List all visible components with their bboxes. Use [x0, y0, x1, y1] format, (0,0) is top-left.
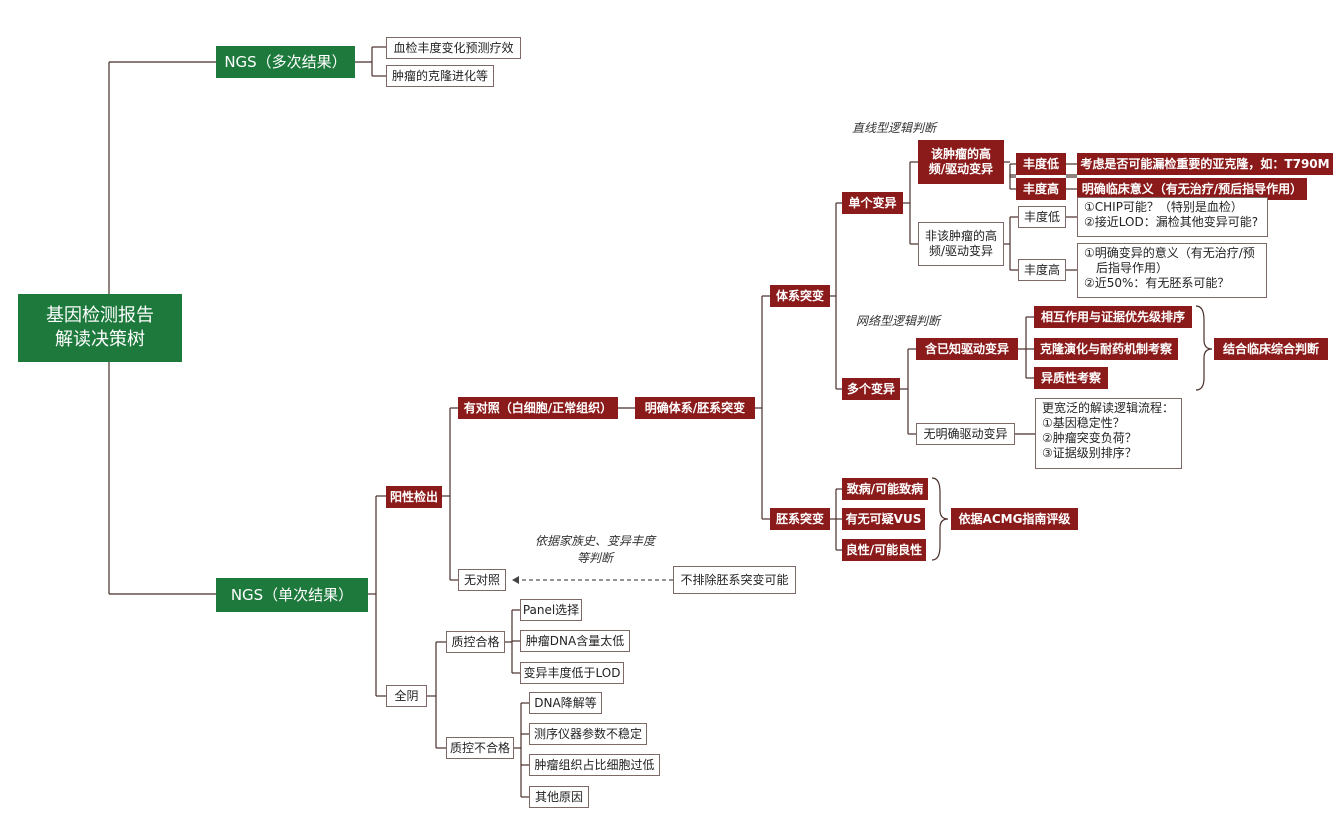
clonal-evolution-resistance-node: 克隆演化与耐药机制考察 [1034, 338, 1178, 360]
clonal-evolution-node: 肿瘤的克隆进化等 [386, 65, 494, 87]
heterogeneity-node: 异质性考察 [1034, 367, 1108, 389]
driver-line2: 频/驱动变异 [928, 162, 994, 176]
abundance-high-2-node: 丰度高 [1018, 259, 1066, 281]
broad-line3: ②肿瘤突变负荷？ [1042, 431, 1137, 445]
driver-high-freq-node: 该肿瘤的高 频/驱动变异 [918, 140, 1004, 184]
linear-logic-note: 直线型逻辑判断 [852, 121, 937, 135]
meaning-note-line3: ②近50%：有无胚系可能？ [1084, 276, 1230, 290]
chip-note-line1: ①CHIP可能？（特别是血检） [1084, 200, 1243, 214]
other-reasons-node: 其他原因 [529, 786, 589, 808]
driver-line1: 该肿瘤的高 [930, 147, 991, 161]
cannot-exclude-node: 不排除胚系突变可能 [673, 566, 796, 594]
ngs-single-node: NGS（单次结果） [216, 578, 368, 612]
no-control-node: 无对照 [458, 569, 506, 591]
root-title: 基因检测报告 解读决策树 [18, 294, 182, 362]
below-lod-node: 变异丰度低于LOD [520, 662, 624, 684]
clear-variant-node: 明确体系/胚系突变 [635, 397, 755, 419]
non-driver-node: 非该肿瘤的高 频/驱动变异 [918, 222, 1004, 266]
with-control-node: 有对照（白细胞/正常组织） [458, 397, 618, 419]
no-control-note: 依据家族史、变异丰度 等判断 [520, 533, 670, 567]
chip-note-line2: ②接近LOD：漏检其他变异可能? [1084, 215, 1259, 229]
single-variant-node: 单个变异 [842, 192, 903, 214]
dna-degradation-node: DNA降解等 [529, 692, 602, 714]
germline-node: 胚系突变 [770, 508, 830, 530]
network-logic-note: 网络型逻辑判断 [856, 314, 941, 328]
abundance-low-2-node: 丰度低 [1018, 206, 1066, 228]
qc-fail-node: 质控不合格 [446, 737, 514, 759]
abundance-low-node: 丰度低 [1016, 153, 1066, 175]
multi-variant-node: 多个变异 [842, 378, 900, 400]
non-driver-line1: 非该肿瘤的高 [924, 229, 997, 243]
abundance-high-node: 丰度高 [1016, 178, 1066, 200]
root-title-line2: 解读决策树 [55, 329, 145, 350]
broad-line1: 更宽泛的解读逻辑流程： [1042, 401, 1175, 415]
benign-node: 良性/可能良性 [842, 539, 926, 561]
panel-select-node: Panel选择 [520, 599, 582, 621]
no-control-note-line1: 依据家族史、变异丰度 [534, 534, 655, 548]
no-driver-node: 无明确驱动变异 [916, 423, 1015, 445]
meaning-note-line2: 后指导作用） [1096, 261, 1169, 275]
consider-subclone-node: 考虑是否可能漏检重要的亚克隆，如：T790M [1077, 153, 1333, 175]
somatic-node: 体系突变 [770, 285, 830, 307]
low-dna-node: 肿瘤DNA含量太低 [520, 630, 630, 652]
acmg-node: 依据ACMG指南评级 [951, 508, 1078, 530]
broad-process-node: 更宽泛的解读逻辑流程： ①基因稳定性？ ②肿瘤突变负荷？ ③证据级别排序？ [1035, 398, 1182, 469]
meaning-note-node: ①明确变异的意义（有无治疗/预 后指导作用） ②近50%：有无胚系可能？ [1077, 243, 1267, 298]
positive-node: 阳性检出 [386, 486, 442, 508]
blood-abundance-node: 血检丰度变化预测疗效 [386, 37, 521, 59]
low-tumor-fraction-node: 肿瘤组织占比细胞过低 [529, 754, 660, 776]
all-negative-node: 全阴 [386, 685, 427, 707]
non-driver-line2: 频/驱动变异 [928, 244, 994, 258]
known-driver-node: 含已知驱动变异 [916, 338, 1018, 360]
vus-node: 有无可疑VUS [842, 508, 925, 530]
interaction-rank-node: 相互作用与证据优先级排序 [1034, 306, 1192, 328]
chip-note-node: ①CHIP可能？（特别是血检） ②接近LOD：漏检其他变异可能? [1077, 197, 1268, 237]
clinical-synthesis-node: 结合临床综合判断 [1214, 338, 1328, 360]
instrument-unstable-node: 测序仪器参数不稳定 [529, 723, 647, 745]
clinical-meaning-node: 明确临床意义（有无治疗/预后指导作用） [1077, 178, 1307, 200]
pathogenic-node: 致病/可能致病 [842, 478, 928, 500]
qc-pass-node: 质控合格 [446, 631, 505, 653]
broad-line2: ①基因稳定性？ [1042, 416, 1125, 430]
meaning-note-line1: ①明确变异的意义（有无治疗/预 [1084, 246, 1255, 260]
root-title-line1: 基因检测报告 [46, 304, 154, 326]
broad-line4: ③证据级别排序？ [1042, 446, 1137, 460]
ngs-multi-node: NGS（多次结果） [216, 46, 355, 78]
no-control-note-line2: 等判断 [576, 550, 613, 565]
